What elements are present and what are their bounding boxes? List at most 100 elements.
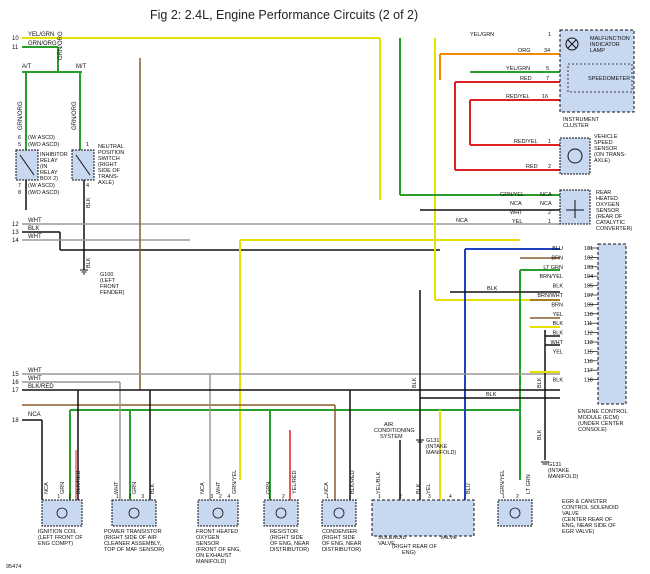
ecm-pin-num: 117 [584, 368, 593, 374]
ecm-pin-wire: WHT [550, 340, 563, 346]
component-symbol-icon [56, 507, 68, 519]
component-wire-label: YEL [426, 484, 432, 494]
mil-label-1: MALFUNCTION [590, 36, 630, 42]
component-label: VALVE [562, 511, 579, 517]
component-pin: 2 [516, 494, 519, 500]
figure-title: Fig 2: 2.4L, Engine Performance Circuits… [150, 8, 419, 22]
component-label: (RIGHT SIDE OF AIR [104, 535, 157, 541]
ecm-pin-wire: YEL [553, 312, 563, 318]
component-box [263, 499, 299, 527]
nps-label-2: POSITION [98, 150, 124, 156]
component-pin: 1 [57, 494, 60, 500]
ecm-pin-num: 111 [584, 321, 592, 327]
component-pin: 2 [399, 494, 402, 500]
g100-label-1: G100 [100, 272, 113, 278]
ro2-label-4: SENSOR [596, 208, 619, 214]
ro2-label-1: REAR [596, 190, 611, 196]
vss-wire-1: RED/YEL [514, 139, 538, 145]
pin-14-wire: WHT [28, 234, 42, 240]
ro2-label-3: OXYGEN [596, 202, 620, 208]
component-box [41, 499, 83, 527]
ecm-pin-num: 110 [584, 312, 593, 318]
vss-label-3: SENSOR [594, 146, 617, 152]
vss-pin-2: 2 [548, 164, 551, 170]
ecm-pin-num: 113 [584, 340, 593, 346]
speedometer-label: SPEEDOMETER [588, 76, 630, 82]
ecm-pin-num: 112 [584, 331, 593, 337]
component-label: POWER TRANSISTOR [104, 529, 162, 535]
ecm-box [597, 243, 627, 405]
component-pin: 2 [129, 494, 132, 500]
component-label: DISTRIBUTOR) [322, 547, 361, 553]
nps-wire: BLK [86, 197, 92, 208]
component-label: ENG, NEAR SIDE OF [562, 523, 616, 529]
nps-label-7: AXLE) [98, 180, 114, 186]
ro2-label-5: (REAR OF [596, 214, 623, 220]
component-pin: 2 [282, 494, 285, 500]
component-label: CONTROL SOLENOID [562, 505, 619, 511]
component-wire-label: BLK [150, 483, 156, 494]
component-label: (RIGHT SIDE [270, 535, 304, 541]
ground-g131-icon [416, 439, 549, 465]
relay-pin-8: 8 [18, 190, 21, 196]
ro2-wire-2: NCA [510, 201, 522, 207]
relay-wire-at: GRN/ORG [18, 101, 24, 130]
component-pin: 3 [428, 494, 431, 500]
ecm-pin-num: 102 [584, 255, 593, 261]
tr-pin-16: 16 [542, 94, 548, 100]
relay-label-4: RELAY [40, 170, 58, 176]
relay-note-2: (W/O ASCD) [28, 142, 59, 148]
pin-17-num: 17 [12, 388, 19, 394]
vss-label-5: AXLE) [594, 158, 610, 164]
component-pin: 1 [378, 494, 381, 500]
component-label: ON EXHAUST [196, 553, 232, 559]
component-label: (CENTER REAR OF [562, 517, 613, 523]
ro2-label-6: CATALYTIC [596, 220, 625, 226]
pin-17-wire: BLK/RED [28, 384, 54, 390]
component-pin: 4 [449, 494, 452, 500]
relay-note-3: (W/ ASCD) [28, 183, 55, 189]
ro2-nca-mid: NCA [456, 218, 468, 224]
component-symbol-icon [275, 507, 287, 519]
ecm-pin-wire: BRN/YEL [539, 274, 563, 280]
component-symbol-icon [333, 507, 345, 519]
relay-note-1: (W/ ASCD) [28, 135, 55, 141]
relay-label-1: INHIBITOR [40, 152, 68, 158]
g100-label-4: FENDER) [100, 290, 125, 296]
ecm-pin-wire: BRN [551, 255, 563, 261]
pin-11-wire: GRN/ORG [28, 41, 57, 47]
pin-15-num: 15 [12, 372, 19, 378]
component-wire-label: LT GRN [526, 474, 532, 494]
g131-1-label-3: MANIFOLD) [426, 450, 456, 456]
vss-label-4: (ON TRANS- [594, 152, 626, 158]
mil-lamp-icon [565, 37, 579, 51]
component-label: ENG COMPT) [38, 541, 73, 547]
component-wire-label: YEL/BLK [376, 471, 382, 494]
component-wire-label: YEL/RED [292, 470, 298, 494]
nps-label-5: SIDE OF [98, 168, 121, 174]
g100-label-3: FRONT [100, 284, 120, 290]
relay-pin-6: 6 [18, 135, 21, 141]
component-label: SENSOR [196, 541, 219, 547]
ecm-pin-wire: BLK [553, 378, 564, 384]
ecm-pin-wire: BRN [551, 302, 563, 308]
ro2-label-7: CONVERTER) [596, 226, 632, 232]
component-label: CONDENSER [322, 529, 357, 535]
trans-grnorg: GRN/ORG [58, 31, 64, 60]
component-symbol-icon [212, 507, 224, 519]
pin-10-wire: YEL/GRN [28, 32, 54, 38]
g131-2-label-2: (INTAKE [548, 468, 570, 474]
g100-wire: BLK [86, 257, 92, 268]
component-label: FRONT HEATED [196, 529, 238, 535]
tr-pin-34: 34 [544, 48, 550, 54]
ecm-pin-wire: BLU [552, 246, 563, 252]
component-label: (FRONT OF ENG, [196, 547, 241, 553]
component-pin: 4 [228, 494, 231, 500]
component-label: RESISTOR [270, 529, 298, 535]
component-wire-label: BLK/RED [76, 470, 82, 494]
component-wire-label: BLK [416, 483, 422, 494]
ecm-pin-wire: BLK [553, 321, 564, 327]
component-symbol-icon [128, 507, 140, 519]
speedometer-box [567, 63, 633, 93]
